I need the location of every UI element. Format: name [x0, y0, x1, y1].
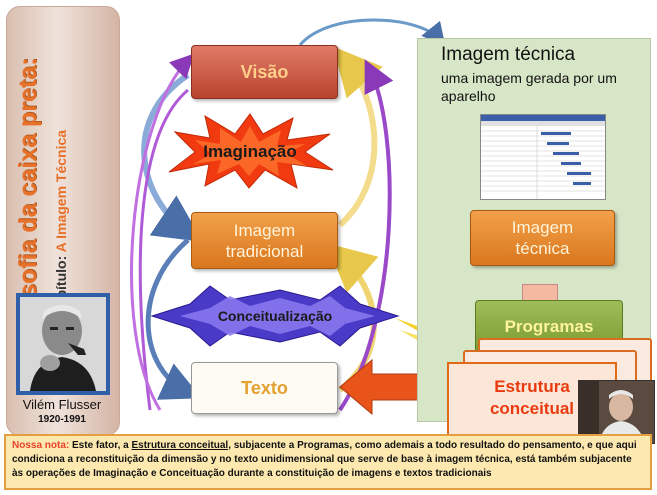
arrow-imagem-to-visao — [333, 46, 383, 228]
note-box: Nossa nota: Este fator, a Estrutura conc… — [4, 434, 652, 490]
gantt-thumbnail — [481, 115, 605, 199]
presenter-video — [578, 380, 655, 444]
imagem-tecnica-line1: Imagem — [511, 218, 574, 237]
arrow-imagem-to-texto — [145, 238, 202, 400]
imagem-tradicional-box: Imagem tradicional — [191, 212, 338, 269]
estrutura-conceitual-card: Estrutura conceitual — [447, 362, 617, 436]
imagem-tecnica-box: Imagem técnica — [470, 210, 615, 266]
imaginacao-label: Imaginação — [203, 142, 297, 161]
panel-subtitle: uma imagem gerada por um aparelho — [441, 70, 617, 104]
author-name: Vilém Flusser — [22, 397, 102, 412]
arrow-top-curve — [298, 18, 446, 48]
arrow-purple-left — [130, 53, 195, 411]
estrutura-line1: Estrutura — [494, 377, 570, 396]
presenter-image — [579, 381, 654, 443]
note-text-part2: , subjacente a Programas, como ademais a… — [12, 440, 637, 479]
visao-box: Visão — [191, 45, 338, 99]
note-label: Nossa nota: — [12, 440, 70, 451]
author-portrait — [16, 293, 110, 395]
conceitualizacao-label: Conceitualização — [218, 308, 332, 324]
arrow-purple-top — [138, 88, 189, 411]
conceitualizacao-star: Conceitualização — [150, 285, 400, 347]
note-text-part1: Este fator, a — [69, 440, 132, 451]
imaginacao-star: Imaginação — [168, 113, 334, 190]
texto-box: Texto — [191, 362, 338, 414]
imagem-tradicional-line2: tradicional — [225, 241, 304, 261]
software-screenshot-image — [480, 114, 606, 200]
portrait-image — [20, 297, 106, 391]
panel-title: Imagem técnica — [441, 44, 576, 65]
imagem-tecnica-line2: técnica — [515, 239, 570, 258]
arrow-right-purple — [338, 59, 394, 412]
imagem-tradicional-line1: Imagem — [233, 220, 296, 240]
author-years: 1920-1991 — [38, 414, 86, 425]
estrutura-line2: conceitual — [489, 399, 575, 418]
chapter-title: A Imagem Técnica — [53, 129, 69, 253]
note-link-estrutura: Estrutura conceitual — [131, 440, 229, 451]
